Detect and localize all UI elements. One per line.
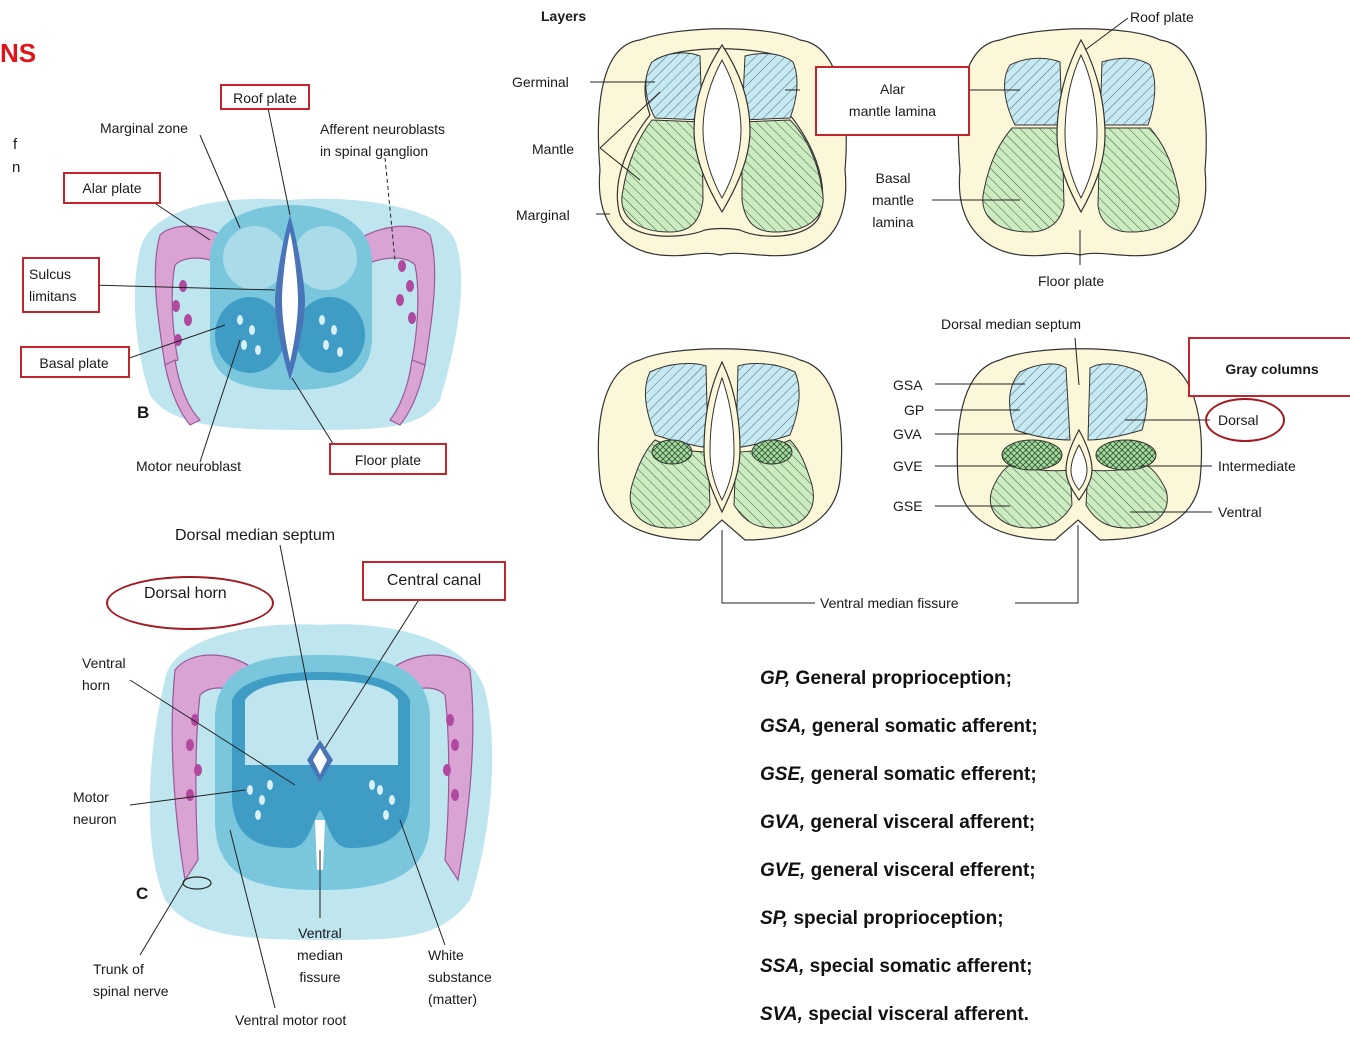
legend-row: SSA, special somatic afferent; (760, 953, 1038, 1001)
alar-plate-box: Alar plate (63, 172, 161, 204)
gsa-label: GSA (893, 375, 923, 395)
ventral-motor-root-label: Ventral motor root (235, 1010, 346, 1030)
alar-mantle-box: Alar mantle lamina (815, 66, 970, 136)
legend-row: SP, special proprioception; (760, 905, 1038, 953)
layers-floor-plate-label: Floor plate (1038, 271, 1104, 291)
ventral-median-fissure-label-c: Ventral median fissure (297, 922, 343, 988)
dorsal-horn-label: Dorsal horn (144, 584, 227, 604)
roof-plate-label: Roof plate (222, 88, 308, 108)
legend-row: GVE, general visceral efferent; (760, 857, 1038, 905)
ventral-horn-label: Ventral horn (82, 652, 126, 696)
legend-row: GVA, general visceral afferent; (760, 809, 1038, 857)
alar-mantle-label: Alar mantle lamina (817, 78, 968, 122)
motor-neuroblast-label: Motor neuroblast (136, 456, 241, 476)
basal-plate-box: Basal plate (20, 346, 130, 378)
gse-label: GSE (893, 496, 923, 516)
marginal-zone-label: Marginal zone (100, 118, 188, 138)
legend-row: GSA, general somatic afferent; (760, 713, 1038, 761)
ventral-median-fissure-label: Ventral median fissure (820, 593, 959, 613)
gray-columns-box: Gray columns (1188, 337, 1350, 397)
cut-text-bottom: n (12, 158, 20, 178)
white-substance-label: White substance (matter) (428, 944, 492, 1010)
mantle-label: Mantle (532, 139, 574, 159)
gve-label: GVE (893, 456, 923, 476)
gray-columns-label: Gray columns (1190, 359, 1350, 379)
basal-mantle-label: Basal mantle lamina (872, 167, 914, 233)
marginal-label: Marginal (516, 205, 570, 225)
c-dorsal-median-septum-label: Dorsal median septum (175, 526, 335, 546)
ventral-label: Ventral (1218, 502, 1262, 522)
floor-plate-label: Floor plate (331, 450, 445, 470)
panel-c-letter: C (136, 884, 148, 904)
trunk-of-spinal-nerve-label: Trunk of spinal nerve (93, 958, 169, 1002)
intermediate-label: Intermediate (1218, 456, 1296, 476)
legend-row: GP, General proprioception; (760, 665, 1038, 713)
layers-roof-plate-label: Roof plate (1130, 7, 1194, 27)
alar-plate-label: Alar plate (65, 178, 159, 198)
gp-label: GP (904, 400, 924, 420)
sulcus-limitans-label: Sulcus limitans (29, 263, 98, 307)
floor-plate-box: Floor plate (329, 443, 447, 475)
columns-dorsal-median-septum-label: Dorsal median septum (941, 314, 1081, 334)
dorsal-label: Dorsal (1218, 410, 1258, 430)
afferent-neuroblasts-label: Afferent neuroblasts in spinal ganglion (320, 118, 445, 162)
gva-label: GVA (893, 424, 922, 444)
cut-text-top: f (13, 135, 17, 155)
germinal-label: Germinal (512, 72, 569, 92)
central-canal-label: Central canal (364, 571, 504, 591)
basal-plate-label: Basal plate (22, 353, 126, 373)
motor-neuron-label: Motor neuron (73, 786, 117, 830)
layers-title: Layers (541, 6, 586, 26)
legend-row: SVA, special visceral afferent. (760, 1001, 1038, 1049)
central-canal-box: Central canal (362, 561, 506, 601)
panel-b-letter: B (137, 403, 149, 423)
sulcus-limitans-box: Sulcus limitans (22, 257, 100, 313)
legend-row: GSE, general somatic efferent; (760, 761, 1038, 809)
header-fragment: NS (0, 38, 36, 68)
abbreviation-legend: GP, General proprioception; GSA, general… (760, 665, 1038, 1049)
roof-plate-box: Roof plate (220, 84, 310, 110)
